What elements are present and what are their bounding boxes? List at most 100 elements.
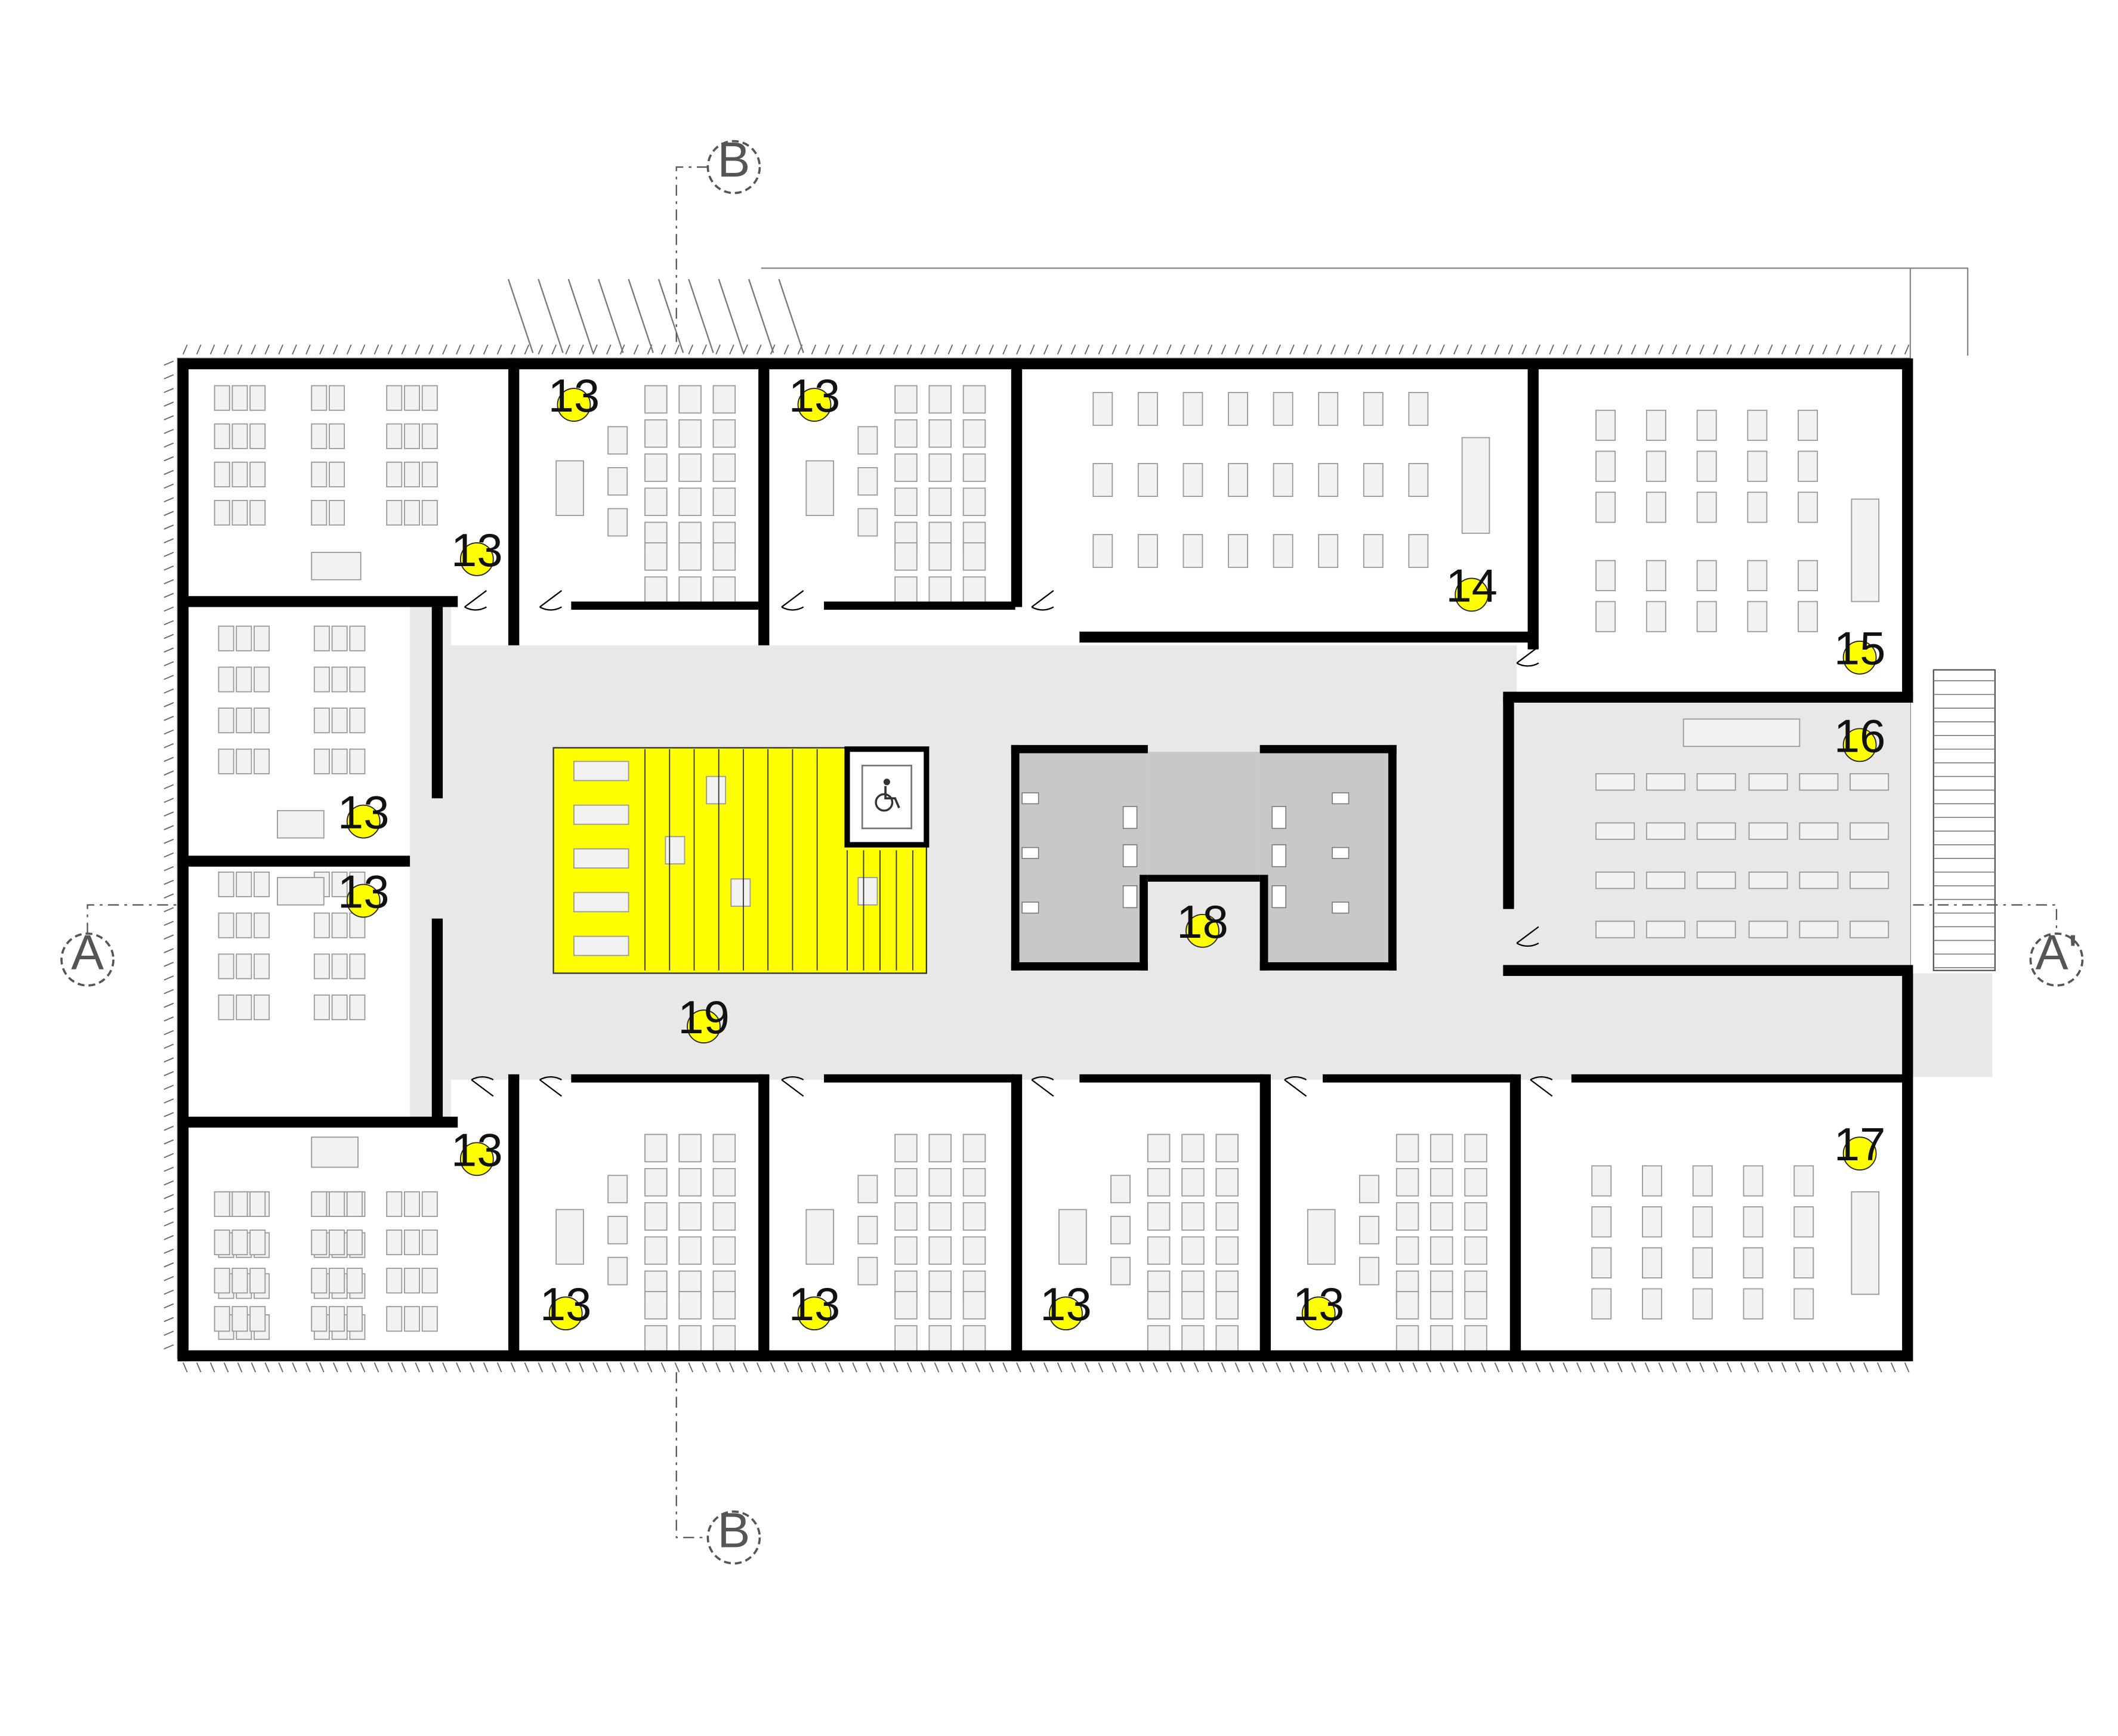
desk — [404, 385, 421, 411]
desk — [1147, 1133, 1171, 1163]
desk — [573, 848, 629, 869]
room-label-r12[interactable]: 13 — [540, 1278, 592, 1330]
louver-fin-top — [606, 344, 612, 355]
louver-fin-bottom — [1234, 1362, 1240, 1373]
desk — [730, 878, 751, 907]
louver-fin-top — [674, 344, 680, 355]
room-label-r10[interactable]: 18 — [1177, 896, 1228, 948]
room-label-r06[interactable]: 13 — [338, 787, 390, 839]
room-label-r08[interactable]: 16 — [1834, 710, 1886, 762]
desk — [1645, 492, 1666, 523]
louver-fin-top — [278, 344, 283, 355]
room-label-r09[interactable]: 13 — [451, 1124, 503, 1176]
louver-fin-left — [163, 1057, 174, 1063]
louver-fin-bottom — [538, 1362, 544, 1373]
louver-fin-top — [1344, 344, 1350, 355]
desk — [254, 871, 270, 898]
desk — [311, 1191, 328, 1217]
room-label-r02[interactable]: 13 — [789, 370, 841, 422]
room-label-r13[interactable]: 17 — [1834, 1119, 1886, 1170]
entrance-canopy-fin — [778, 279, 804, 353]
desk — [421, 423, 438, 449]
desk — [349, 708, 366, 734]
desk — [607, 426, 628, 455]
wall-segment — [1527, 369, 1539, 650]
desk — [857, 1175, 878, 1204]
room-label-r15[interactable]: 13 — [1040, 1278, 1092, 1330]
room-label-r05[interactable]: 15 — [1834, 623, 1886, 675]
room-label-r14[interactable]: 13 — [789, 1278, 841, 1330]
desk — [214, 499, 230, 526]
louver-fin-top — [1412, 344, 1418, 355]
wall-segment — [824, 1074, 1015, 1083]
section-marker-b-bottom[interactable]: B — [706, 1503, 761, 1565]
louver-fin-bottom — [906, 1362, 912, 1373]
wall-segment — [508, 1074, 520, 1361]
room-label-r07[interactable]: 13 — [338, 866, 390, 918]
desk — [928, 1291, 952, 1320]
desk — [349, 666, 366, 693]
louver-fin-left — [163, 388, 174, 393]
louver-fin-top — [1357, 344, 1363, 355]
desk — [331, 625, 348, 651]
desk — [644, 1236, 668, 1265]
louver-fin-bottom — [1453, 1362, 1459, 1373]
desk — [1147, 1291, 1171, 1320]
louver-fin-bottom — [1699, 1362, 1705, 1373]
louver-fin-top — [879, 344, 885, 355]
louver-fin-left — [163, 1016, 174, 1022]
desk — [894, 576, 918, 605]
section-marker-b-top[interactable]: B — [706, 132, 761, 194]
desk — [678, 1325, 702, 1354]
room-label-r03[interactable]: 13 — [451, 524, 503, 576]
room-label-r01[interactable]: 13 — [548, 370, 600, 422]
louver-fin-bottom — [961, 1362, 967, 1373]
desk — [712, 1291, 736, 1320]
louver-fin-bottom — [1740, 1362, 1746, 1373]
desk — [331, 994, 348, 1021]
desk — [421, 1306, 438, 1332]
section-line-b-bottom — [675, 1372, 708, 1539]
desk — [1215, 1133, 1239, 1163]
desk — [1696, 773, 1736, 791]
louver-fin-bottom — [729, 1362, 734, 1373]
louver-fin-top — [702, 344, 707, 355]
desk — [1747, 409, 1768, 441]
louver-fin-bottom — [592, 1362, 598, 1373]
desk — [349, 748, 366, 774]
louver-fin-top — [332, 344, 338, 355]
louver-fin-top — [1576, 344, 1582, 355]
desk — [805, 460, 835, 517]
room-label-r16[interactable]: 13 — [1293, 1278, 1345, 1330]
desk — [894, 487, 918, 517]
washbasin — [1271, 885, 1286, 909]
louver-fin-top — [1713, 344, 1718, 355]
section-marker-a-left[interactable]: A — [60, 925, 115, 987]
desk — [1408, 463, 1429, 497]
louver-fin-top — [1727, 344, 1732, 355]
desk — [712, 453, 736, 482]
louver-fin-bottom — [510, 1362, 516, 1373]
desk — [331, 708, 348, 734]
desk — [644, 453, 668, 482]
desk — [1645, 560, 1666, 591]
room-label-r17[interactable]: 13 — [338, 1278, 390, 1330]
louver-fin-bottom — [619, 1362, 625, 1373]
louver-fin-left — [163, 1194, 174, 1200]
louver-fin-top — [1084, 344, 1090, 355]
louver-fin-left — [163, 360, 174, 366]
room-number: 13 — [338, 787, 390, 839]
wall-segment — [1140, 875, 1148, 971]
desk — [1642, 1206, 1662, 1238]
wall-segment — [1147, 875, 1260, 882]
louver-fin-top — [1289, 344, 1295, 355]
room-label-r04[interactable]: 14 — [1446, 560, 1498, 611]
louver-fin-bottom — [1426, 1362, 1431, 1373]
desk — [1798, 450, 1818, 482]
louver-fin-top — [1740, 344, 1746, 355]
room-label-r11[interactable]: 19 — [678, 991, 730, 1043]
louver-fin-top — [538, 344, 544, 355]
section-marker-a-right[interactable]: A' — [2029, 925, 2084, 987]
desk — [249, 1230, 266, 1256]
desk — [857, 508, 878, 537]
